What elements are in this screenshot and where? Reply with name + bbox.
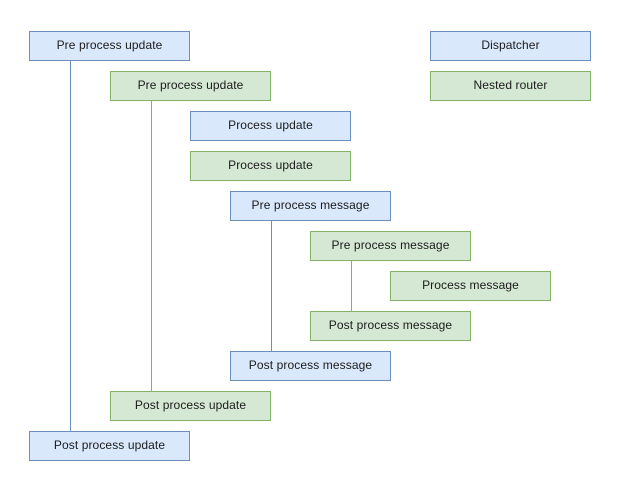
- legend-item-label: Nested router: [473, 78, 548, 93]
- node-n3[interactable]: Process update: [190, 111, 351, 141]
- node-label: Pre process update: [56, 38, 163, 53]
- node-n5[interactable]: Pre process message: [230, 191, 391, 221]
- connector-n2-to-n10: [151, 101, 152, 391]
- node-label: Post process update: [53, 438, 166, 453]
- node-label: Pre process message: [251, 198, 370, 213]
- node-label: Post process message: [248, 358, 373, 373]
- node-label: Post process message: [328, 318, 453, 333]
- node-n1[interactable]: Pre process update: [29, 31, 190, 61]
- node-label: Pre process update: [137, 78, 244, 93]
- node-n8[interactable]: Post process message: [310, 311, 471, 341]
- connector-n1-to-n11: [70, 61, 71, 431]
- node-n6[interactable]: Pre process message: [310, 231, 471, 261]
- node-label: Post process update: [134, 398, 247, 413]
- node-label: Pre process message: [331, 238, 450, 253]
- node-label: Process update: [228, 158, 313, 173]
- node-n11[interactable]: Post process update: [29, 431, 190, 461]
- node-n7[interactable]: Process message: [390, 271, 551, 301]
- connector-n5-to-n9: [271, 221, 272, 351]
- legend-item-router[interactable]: Nested router: [430, 71, 591, 101]
- legend-item-label: Dispatcher: [481, 38, 540, 53]
- node-label: Process message: [422, 278, 519, 293]
- legend-item-dispatcher[interactable]: Dispatcher: [430, 31, 591, 61]
- node-n10[interactable]: Post process update: [110, 391, 271, 421]
- node-label: Process update: [228, 118, 313, 133]
- connector-n6-to-n8: [351, 261, 352, 311]
- node-n4[interactable]: Process update: [190, 151, 351, 181]
- node-n2[interactable]: Pre process update: [110, 71, 271, 101]
- node-n9[interactable]: Post process message: [230, 351, 391, 381]
